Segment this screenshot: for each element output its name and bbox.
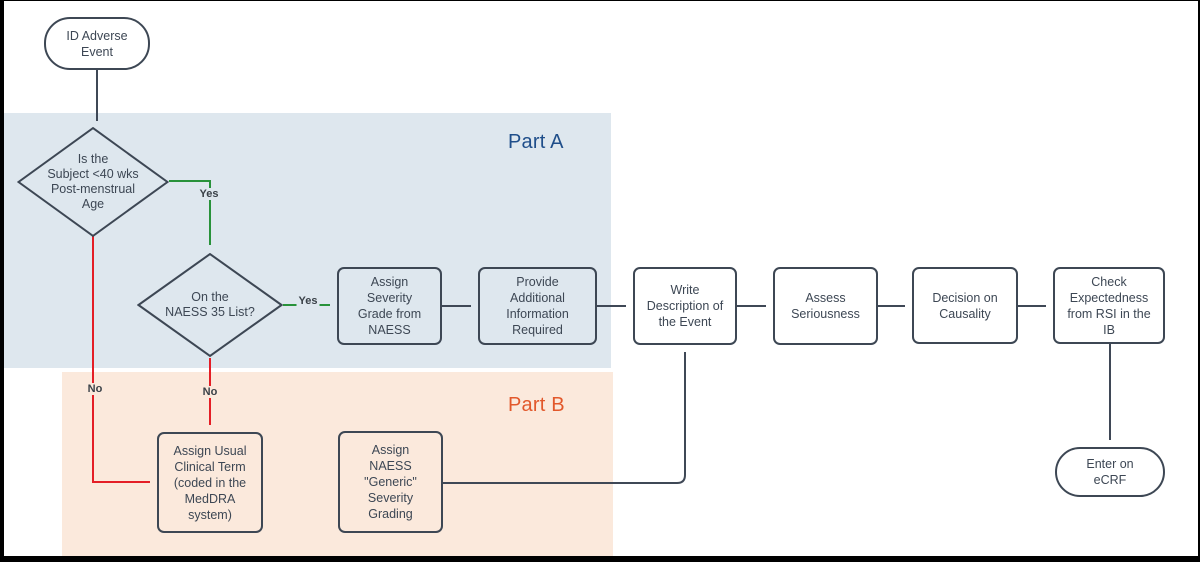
edge-label-no-naess: No [200, 386, 220, 398]
edge-label-no-age: No [85, 383, 105, 395]
node-write-description-label: Write Description of the Event [646, 283, 724, 329]
decision-on-naess-35-list-label: On the NAESS 35 List? [165, 290, 255, 319]
node-assign-usual-clinical-term: Assign Usual Clinical Term (coded in the… [157, 432, 263, 533]
decision-on-naess-35-list: On the NAESS 35 List? [137, 253, 283, 357]
node-provide-additional-information-label: Provide Additional Information Required [506, 275, 569, 337]
node-write-description: Write Description of the Event [633, 267, 737, 345]
node-enter-on-ecrf: Enter on eCRF [1055, 447, 1165, 497]
edge-no-age-to-clinical-term [92, 236, 150, 483]
edge-yes-age-to-naess-decision [169, 180, 211, 245]
part-a-label: Part A [508, 131, 564, 153]
node-assess-seriousness-label: Assess Seriousness [791, 291, 860, 321]
node-assign-naess-generic-severity: Assign NAESS "Generic" Severity Grading [338, 431, 443, 533]
part-b-label: Part B [508, 394, 565, 416]
edge-label-yes-age: Yes [197, 188, 221, 200]
node-assign-severity-grade: Assign Severity Grade from NAESS [337, 267, 442, 345]
diamond-shape [17, 127, 169, 237]
node-assess-seriousness: Assess Seriousness [773, 267, 878, 345]
node-id-adverse-event: ID Adverse Event [44, 17, 150, 70]
decision-subject-under-40wks: Is the Subject <40 wks Post-menstrual Ag… [17, 127, 169, 237]
diamond-shape [137, 253, 283, 357]
node-assign-severity-grade-label: Assign Severity Grade from NAESS [357, 275, 422, 337]
node-check-expectedness: Check Expectedness from RSI in the IB [1053, 267, 1165, 344]
edge-label-yes-naess: Yes [296, 295, 320, 307]
decision-subject-under-40wks-label: Is the Subject <40 wks Post-menstrual Ag… [47, 152, 139, 211]
node-check-expectedness-label: Check Expectedness from RSI in the IB [1067, 274, 1151, 337]
node-id-adverse-event-label: ID Adverse Event [66, 28, 128, 59]
region-part-b [62, 372, 613, 556]
node-assign-naess-generic-severity-label: Assign NAESS "Generic" Severity Grading [364, 443, 417, 521]
node-assign-usual-clinical-term-label: Assign Usual Clinical Term (coded in the… [173, 443, 247, 522]
node-decision-on-causality: Decision on Causality [912, 267, 1018, 344]
node-provide-additional-information: Provide Additional Information Required [478, 267, 597, 345]
edge-generic-severity-to-write-description [443, 352, 686, 484]
node-decision-on-causality-label: Decision on Causality [932, 290, 998, 321]
node-enter-on-ecrf-label: Enter on eCRF [1086, 457, 1134, 487]
